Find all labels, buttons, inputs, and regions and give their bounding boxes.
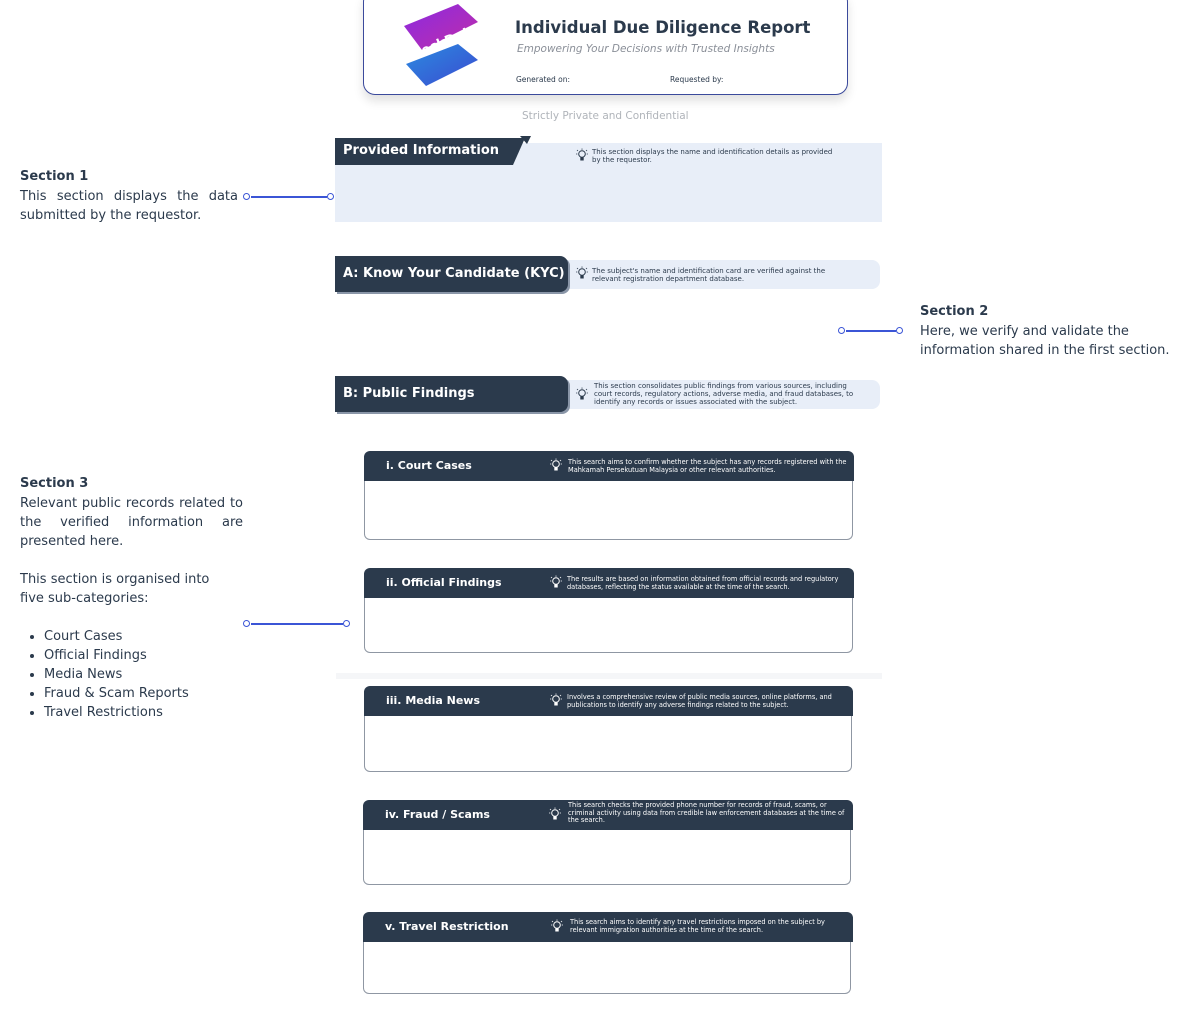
- public-info-panel: [560, 380, 880, 409]
- provided-info-title: Provided Information: [343, 143, 500, 158]
- connector-line: [846, 330, 896, 332]
- generated-on-label: Generated on:: [516, 75, 571, 84]
- list-item: Travel Restrictions: [44, 703, 189, 722]
- connector-dot: [838, 327, 845, 334]
- provided-info-description: This section displays the name and ident…: [592, 148, 833, 164]
- connector-dot: [243, 193, 250, 200]
- provided-info-tab-bg: [335, 136, 531, 165]
- travel-restriction-description: This search aims to identify any travel …: [570, 918, 825, 934]
- connector-line: [251, 623, 343, 625]
- section3-text: Relevant public records related to the v…: [20, 496, 243, 549]
- official-findings-content: [364, 598, 853, 653]
- requested-by-label: Requested by:: [670, 75, 724, 84]
- section2-text: Here, we verify and validate the informa…: [920, 324, 1170, 358]
- fraud-scams-description: This search checks the provided phone nu…: [568, 801, 845, 824]
- travel-restriction-content: [363, 942, 851, 994]
- section3-subtext: This section is organised into five sub-…: [20, 572, 210, 606]
- lightbulb-icon: [551, 919, 563, 932]
- lightbulb-icon: [576, 387, 588, 400]
- lightbulb-icon: [576, 148, 588, 161]
- kyc-title: A: Know Your Candidate (KYC): [335, 256, 568, 292]
- public-findings-description: This section consolidates public finding…: [594, 382, 854, 406]
- media-news-header: iii. Media News Involves a comprehensive…: [364, 686, 853, 716]
- public-findings-title: B: Public Findings: [335, 376, 568, 412]
- media-news-title: iii. Media News: [386, 694, 480, 707]
- lightbulb-icon: [550, 575, 562, 588]
- section2-heading: Section 2: [920, 304, 989, 319]
- connector-dot: [243, 620, 250, 627]
- lightbulb-icon: [576, 266, 588, 279]
- checkdulu-logo: CheckDulu: [402, 4, 480, 86]
- media-news-description: Involves a comprehensive review of publi…: [567, 693, 832, 709]
- travel-restriction-header: v. Travel Restriction This search aims t…: [363, 912, 853, 942]
- fraud-scams-content: [363, 830, 851, 885]
- fraud-scams-title: iv. Fraud / Scams: [385, 808, 490, 821]
- official-findings-title: ii. Official Findings: [386, 576, 502, 589]
- report-title: Individual Due Diligence Report: [515, 18, 811, 37]
- connector-dot: [327, 193, 334, 200]
- connector-dot: [896, 327, 903, 334]
- list-item: Official Findings: [44, 646, 189, 665]
- court-cases-title: i. Court Cases: [386, 459, 472, 472]
- connector-dot: [343, 620, 350, 627]
- connector-line: [251, 196, 327, 198]
- report-subtitle: Empowering Your Decisions with Trusted I…: [517, 43, 775, 55]
- official-findings-header: ii. Official Findings The results are ba…: [364, 568, 854, 598]
- lightbulb-icon: [550, 693, 562, 706]
- section3-heading: Section 3: [20, 476, 89, 491]
- page-divider: [336, 673, 882, 679]
- fraud-scams-header: iv. Fraud / Scams This search checks the…: [363, 800, 853, 830]
- section1-heading: Section 1: [20, 169, 89, 184]
- list-item: Media News: [44, 665, 189, 684]
- lightbulb-icon: [550, 458, 562, 471]
- subcategory-list: Court Cases Official Findings Media News…: [20, 627, 189, 722]
- kyc-description: The subject's name and identification ca…: [592, 267, 826, 283]
- list-item: Court Cases: [44, 627, 189, 646]
- section1-text: This section displays the data submitted…: [20, 189, 238, 223]
- court-cases-header: i. Court Cases This search aims to confi…: [364, 451, 854, 481]
- court-cases-description: This search aims to confirm whether the …: [568, 458, 847, 474]
- lightbulb-icon: [549, 807, 561, 820]
- list-item: Fraud & Scam Reports: [44, 684, 189, 703]
- official-findings-description: The results are based on information obt…: [567, 575, 839, 591]
- confidential-note: Strictly Private and Confidential: [522, 110, 689, 122]
- court-cases-content: [364, 481, 853, 540]
- travel-restriction-title: v. Travel Restriction: [385, 920, 509, 933]
- kyc-info-panel: [560, 260, 880, 289]
- media-news-content: [364, 716, 852, 772]
